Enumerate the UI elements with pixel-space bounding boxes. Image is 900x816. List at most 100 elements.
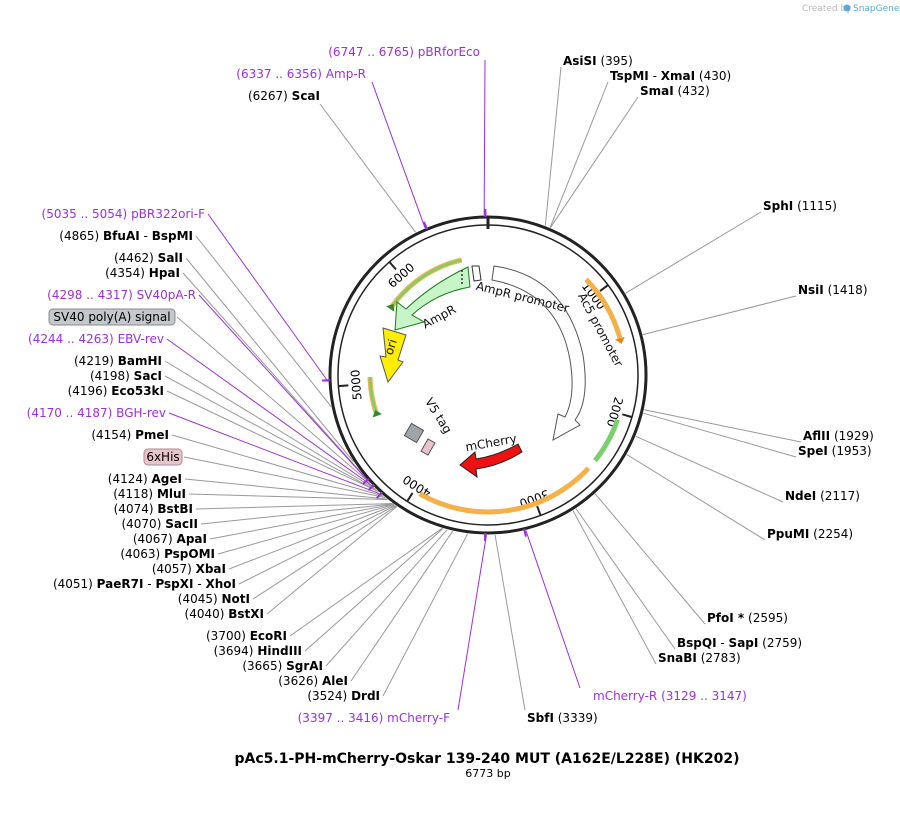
- label-box: [48, 308, 176, 326]
- leader-line: [289, 527, 443, 637]
- ampr-promoter-feature[interactable]: [471, 265, 482, 282]
- ori-feature[interactable]: [379, 327, 407, 384]
- label-sbfi[interactable]: SbfI (3339): [527, 711, 598, 725]
- ori-label: ori: [382, 337, 400, 356]
- label-asisi[interactable]: AsiSI (395): [563, 54, 633, 68]
- label-part: (430): [699, 69, 731, 83]
- label-part: XhoI: [205, 577, 236, 591]
- leader-line: [164, 360, 377, 491]
- label-pbr322ori-f[interactable]: (5035 .. 5054) pBR322ori-F: [42, 207, 206, 221]
- label-ppumi[interactable]: PpuMI (2254): [767, 527, 853, 541]
- label-part: SV40pA-R: [137, 288, 196, 302]
- label-noti[interactable]: (4045) NotI: [178, 592, 250, 606]
- label-bamhi[interactable]: (4219) BamHI: [74, 354, 162, 368]
- ac5-promoter-feature[interactable]: [491, 265, 586, 441]
- label-part: PfoI *: [707, 611, 745, 625]
- leader-line: [350, 530, 454, 682]
- green-band-ampr[interactable]: [389, 258, 462, 310]
- label-mcherry-f[interactable]: (3397 .. 3416) mCherry-F: [298, 711, 450, 725]
- primer-mark-mcherry-r: [523, 528, 527, 537]
- label-paer7i[interactable]: (4051) PaeR7I - PspXI - XhoI: [53, 577, 236, 591]
- tick-mark-2000: [622, 413, 633, 419]
- leader-line: [207, 213, 329, 382]
- label-snabi[interactable]: SnaBI (2783): [658, 651, 741, 665]
- label-amp-r[interactable]: (6337 .. 6356) Amp-R: [236, 67, 366, 81]
- label-pspomi[interactable]: (4063) PspOMI: [120, 547, 215, 561]
- leader-line: [644, 409, 802, 443]
- label-tspmi[interactable]: TspMI - XmaI (430): [610, 69, 731, 83]
- label-mcherry-r[interactable]: mCherry-R (3129 .. 3147): [593, 689, 747, 703]
- green-band-cds[interactable]: [593, 418, 620, 463]
- label-agei[interactable]: (4124) AgeI: [108, 472, 182, 486]
- leader-line: [457, 534, 487, 711]
- label-part: (6337 .. 6356): [236, 67, 322, 81]
- label-sali[interactable]: (4462) SalI: [114, 251, 183, 265]
- ampr-feature[interactable]: [394, 266, 471, 331]
- leader-line: [184, 478, 387, 500]
- label-xbai[interactable]: (4057) XbaI: [152, 562, 226, 576]
- label-part: AgeI: [152, 472, 182, 486]
- label-part: (4198): [90, 369, 130, 383]
- leader-line: [549, 81, 609, 228]
- label-bstbi[interactable]: (4074) BstBI: [114, 502, 193, 516]
- orange-band-ac5[interactable]: [584, 277, 623, 339]
- snapgene-credit[interactable]: Created by SnapGene: [802, 4, 900, 14]
- label-eco53ki[interactable]: (4196) Eco53kI: [68, 384, 164, 398]
- primer-mark-ebv-rev: [367, 483, 375, 491]
- primer-mark-sv40pa-r: [362, 478, 370, 485]
- his-tag-feature[interactable]: [420, 438, 436, 456]
- label-saci[interactable]: (4198) SacI: [90, 369, 162, 383]
- label-mlui[interactable]: (4118) MluI: [113, 487, 186, 501]
- label-part: TspMI: [610, 69, 649, 83]
- label-part: (4070): [121, 517, 161, 531]
- label-bfuai[interactable]: (4865) BfuAI - BspMI: [59, 229, 193, 243]
- label-hindiii[interactable]: (3694) HindIII: [214, 644, 302, 658]
- label-scai[interactable]: (6267) ScaI: [248, 89, 320, 103]
- label-part: SacII: [165, 517, 198, 531]
- label-part: (3700): [206, 629, 246, 643]
- label-pfoi-[interactable]: PfoI * (2595): [707, 611, 788, 625]
- label-pmei[interactable]: (4154) PmeI: [91, 428, 169, 442]
- label-part: BamHI: [118, 354, 162, 368]
- v5-tag-feature[interactable]: [403, 422, 425, 444]
- label-part: ApaI: [177, 532, 207, 546]
- label-part: (4063): [120, 547, 160, 561]
- label-apai[interactable]: (4067) ApaI: [133, 532, 207, 546]
- label-sacii[interactable]: (4070) SacII: [121, 517, 198, 531]
- label-ndei[interactable]: NdeI (2117): [785, 489, 860, 503]
- label-part: mCherry-F: [387, 711, 450, 725]
- outer-labels: (6747 .. 6765) pBRforEco (6337 .. 6356) A…: [27, 45, 874, 725]
- label-bspqi[interactable]: BspQI - SapI (2759): [677, 636, 802, 650]
- label-ebv-rev[interactable]: (4244 .. 4263) EBV-rev: [28, 332, 164, 346]
- orange-band-mcherry[interactable]: [418, 466, 591, 515]
- leader-line: [544, 66, 562, 226]
- leader-line: [371, 81, 426, 229]
- label-sv40pa-r[interactable]: (4298 .. 4317) SV40pA-R: [47, 288, 196, 302]
- label-pbrforeco[interactable]: (6747 .. 6765) pBRforEco: [328, 45, 480, 59]
- mcherry-feature[interactable]: [459, 443, 523, 479]
- label-sv40-poly-a-signal[interactable]: SV40 poly(A) signal: [48, 308, 176, 326]
- label-aflii[interactable]: AflII (1929): [803, 429, 874, 443]
- label-part: -: [144, 229, 148, 243]
- label-sgrai[interactable]: (3665) SgrAI: [242, 659, 323, 673]
- label-6xhis[interactable]: 6xHis: [143, 448, 183, 466]
- label-ecori[interactable]: (3700) EcoRI: [206, 629, 287, 643]
- leader-line: [209, 503, 394, 540]
- label-part: SapI: [729, 636, 759, 650]
- label-part: SbfI: [527, 711, 554, 725]
- label-nsii[interactable]: NsiI (1418): [798, 283, 868, 297]
- leader-line: [200, 503, 394, 525]
- label-part: SacI: [134, 369, 162, 383]
- label-sphi[interactable]: SphI (1115): [763, 199, 837, 213]
- credit-brand: SnapGene: [853, 4, 900, 14]
- label-smai[interactable]: SmaI (432): [640, 84, 710, 98]
- label-drdi[interactable]: (3524) DrdI: [307, 689, 380, 703]
- label-bgh-rev[interactable]: (4170 .. 4187) BGH-rev: [27, 406, 166, 420]
- label-alei[interactable]: (3626) AleI: [278, 674, 348, 688]
- leader-line: [625, 211, 762, 294]
- label-hpai[interactable]: (4354) HpaI: [105, 266, 180, 280]
- label-part: SpeI: [798, 444, 828, 458]
- label-spei[interactable]: SpeI (1953): [798, 444, 872, 458]
- label-bstxi[interactable]: (4040) BstXI: [185, 607, 264, 621]
